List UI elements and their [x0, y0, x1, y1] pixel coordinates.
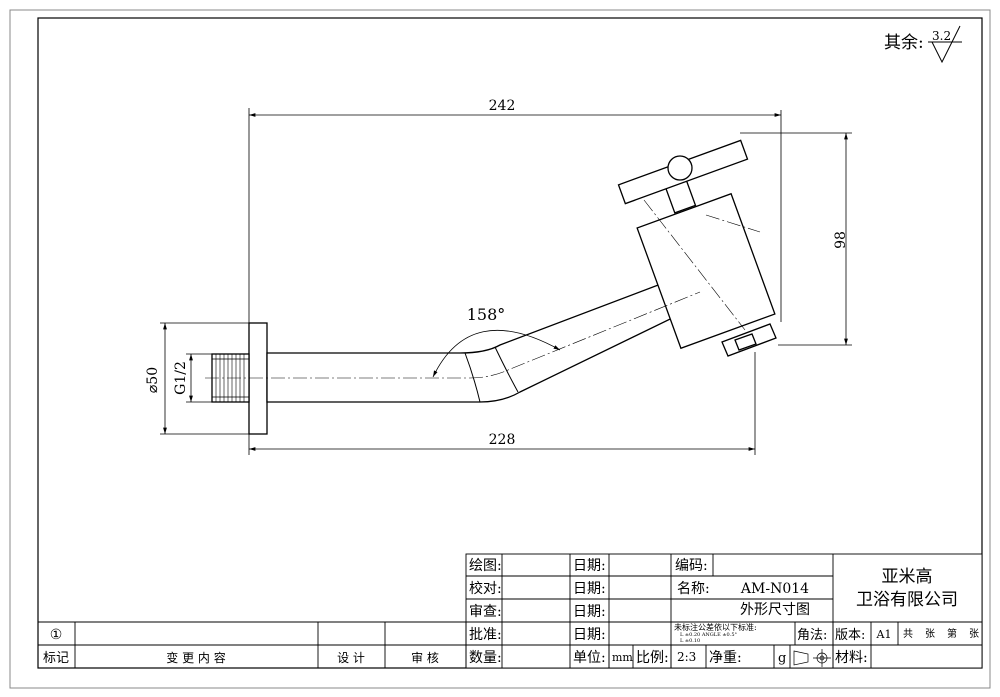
dim-height: 98 [833, 231, 849, 249]
aerator-nozzle [734, 333, 757, 351]
review-label: 审 核 [411, 650, 439, 665]
scale-label: 比例: [636, 650, 669, 666]
version-value: A1 [876, 628, 892, 641]
handle-knob [667, 155, 693, 181]
company-name-line-1: 亚米高 [882, 567, 933, 587]
reviewed-label: 审查: [469, 604, 502, 620]
date-label-3: 日期: [573, 604, 606, 620]
unit-value: mm [612, 651, 633, 664]
tolerance-line-2: L ±0.10 [680, 638, 700, 644]
checked-label: 校对: [469, 580, 502, 597]
date-label-1: 日期: [573, 558, 606, 574]
projection-symbol-icon [793, 649, 831, 667]
surface-roughness-symbol: 其余: 3.2 [884, 25, 962, 64]
date-label-4: 日期: [573, 627, 606, 643]
date-label-2: 日期: [573, 581, 606, 597]
dim-flange-diameter: ⌀50 [145, 367, 161, 393]
mark-label: 标记 [43, 651, 69, 666]
dim-thread: G1/2 [173, 361, 189, 395]
dim-bend-angle: 158° [467, 305, 506, 324]
design-label: 设 计 [337, 651, 365, 665]
dim-base-length: 228 [489, 432, 516, 448]
title-block-grid [38, 553, 983, 669]
product-code: AM-N014 [740, 581, 809, 597]
wall-flange [248, 322, 268, 435]
revision-mark: ① [50, 627, 63, 643]
tolerance-note: 未标注公差依以下标准: [674, 622, 757, 632]
net-weight-label: 净重: [709, 650, 742, 666]
revision-block: ① 标记 变 更 内 容 设 计 审 核 [43, 627, 439, 666]
drawn-label: 绘图: [469, 558, 502, 574]
projection-label: 角法: [797, 628, 827, 643]
roughness-value: 3.2 [932, 29, 951, 43]
name-label: 名称: [677, 581, 710, 597]
tolerance-line-1: L ±0.20 ANGLE ±0.5° [680, 632, 738, 638]
outer-frame [9, 9, 991, 689]
dimension-lines [160, 108, 852, 455]
approved-label: 批准: [469, 627, 502, 643]
version-label: 版本: [835, 628, 865, 643]
unit-label: 单位: [573, 650, 606, 666]
scale-value: 2:3 [677, 650, 696, 664]
material-label: 材料: [835, 650, 868, 666]
quantity-label: 数量: [469, 650, 502, 666]
company-name-line-2: 卫浴有限公司 [856, 590, 958, 610]
code-label: 编码: [675, 558, 708, 574]
spout-tube [266, 275, 698, 403]
valve-body [636, 192, 776, 350]
weight-unit: g [778, 651, 786, 666]
thread-root-lines [212, 358, 249, 398]
faucet-part-drawing [211, 139, 777, 435]
dim-overall-length: 242 [489, 98, 516, 114]
drawing-title: 外形尺寸图 [740, 602, 810, 618]
roughness-label: 其余: [884, 33, 924, 53]
change-content-label: 变 更 内 容 [166, 650, 225, 665]
